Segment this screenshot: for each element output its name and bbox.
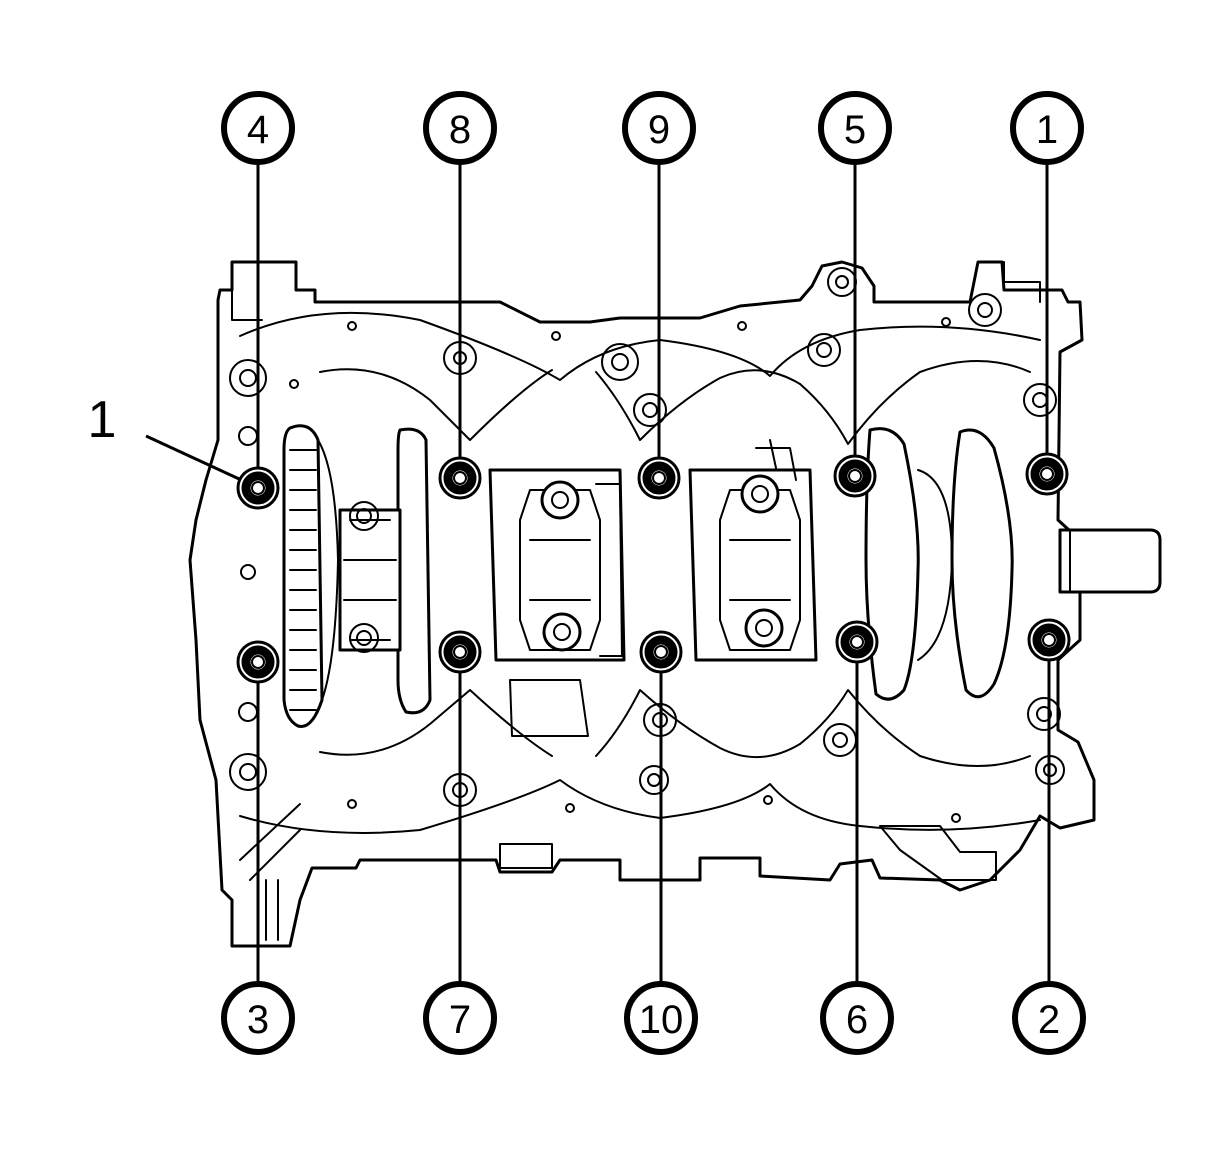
main-bearing-bolts (236, 452, 1071, 684)
bolt-6 (835, 620, 879, 664)
callout-10-number: 10 (639, 998, 684, 1042)
bolt-5 (833, 454, 877, 498)
callout-7: 7 (423, 981, 497, 1055)
leader-lines (145, 155, 1051, 990)
bearing-cap-3 (688, 439, 818, 662)
callout-5-number: 5 (844, 108, 866, 152)
callout-1: 1 (1010, 91, 1084, 165)
callout-8: 8 (423, 91, 497, 165)
callout-4: 4 (221, 91, 295, 165)
callout-7-number: 7 (449, 998, 471, 1042)
bolt-8 (438, 456, 482, 500)
callout-9: 9 (622, 91, 696, 165)
bolt-2 (1027, 618, 1071, 662)
sequence-callouts: 4 8 9 5 1 3 7 10 (221, 91, 1086, 1055)
callout-3: 3 (221, 981, 295, 1055)
bolt-1 (1025, 452, 1069, 496)
engine-block-illustration (188, 260, 1162, 948)
callout-10: 10 (624, 981, 698, 1055)
callout-6-number: 6 (846, 998, 868, 1042)
bolt-9 (637, 456, 681, 500)
callout-2-number: 2 (1038, 998, 1060, 1042)
bolt-4 (236, 466, 280, 510)
bolt-10 (639, 630, 683, 674)
callout-2: 2 (1012, 981, 1086, 1055)
bolt-3 (236, 640, 280, 684)
reference-label: 1 (88, 391, 117, 449)
callout-9-number: 9 (648, 108, 670, 152)
callout-6: 6 (820, 981, 894, 1055)
bearing-cap-2 (488, 468, 626, 662)
callout-4-number: 4 (247, 108, 269, 152)
bearing-cap-1 (338, 501, 402, 653)
callout-5: 5 (818, 91, 892, 165)
callout-3-number: 3 (247, 998, 269, 1042)
callout-8-number: 8 (449, 108, 471, 152)
bolt-7 (438, 630, 482, 674)
callout-1-number: 1 (1036, 108, 1058, 152)
